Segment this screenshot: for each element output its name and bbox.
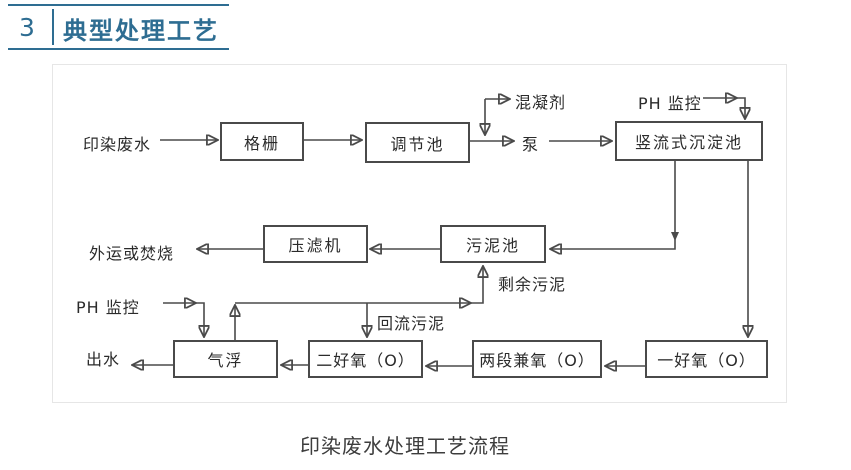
label-influent: 印染废水 bbox=[82, 131, 153, 155]
box-grid-screen: 格栅 bbox=[220, 122, 304, 161]
label-disposal: 外运或焚烧 bbox=[88, 240, 176, 264]
label-ph-monitor-top: PH 监控 bbox=[637, 90, 703, 114]
header-divider bbox=[52, 9, 54, 45]
label-effluent: 出水 bbox=[85, 346, 122, 370]
label-excess-sludge: 剩余污泥 bbox=[497, 271, 568, 295]
figure-caption: 印染废水处理工艺流程 bbox=[300, 434, 510, 458]
header-top-rule bbox=[8, 4, 229, 6]
section-number: 3 bbox=[19, 12, 35, 42]
label-coagulant: 混凝剂 bbox=[514, 89, 568, 113]
label-pump: 泵 bbox=[521, 131, 541, 155]
box-regulating-tank: 调节池 bbox=[365, 122, 470, 163]
box-vertical-flow-sedimentation-tank: 竖流式沉淀池 bbox=[615, 121, 763, 161]
section-title: 典型处理工艺 bbox=[63, 17, 219, 45]
box-two-stage-facultative: 两段兼氧（O） bbox=[472, 340, 602, 378]
box-second-aerobic: 二好氧（O） bbox=[308, 340, 423, 378]
box-air-flotation: 气浮 bbox=[173, 340, 278, 378]
box-sludge-tank: 污泥池 bbox=[440, 225, 546, 263]
header-bottom-rule bbox=[8, 48, 229, 50]
box-first-aerobic: 一好氧（O） bbox=[645, 340, 768, 378]
label-return-sludge: 回流污泥 bbox=[376, 310, 447, 334]
label-ph-monitor-bottom: PH 监控 bbox=[75, 294, 141, 318]
box-filter-press: 压滤机 bbox=[263, 225, 368, 263]
